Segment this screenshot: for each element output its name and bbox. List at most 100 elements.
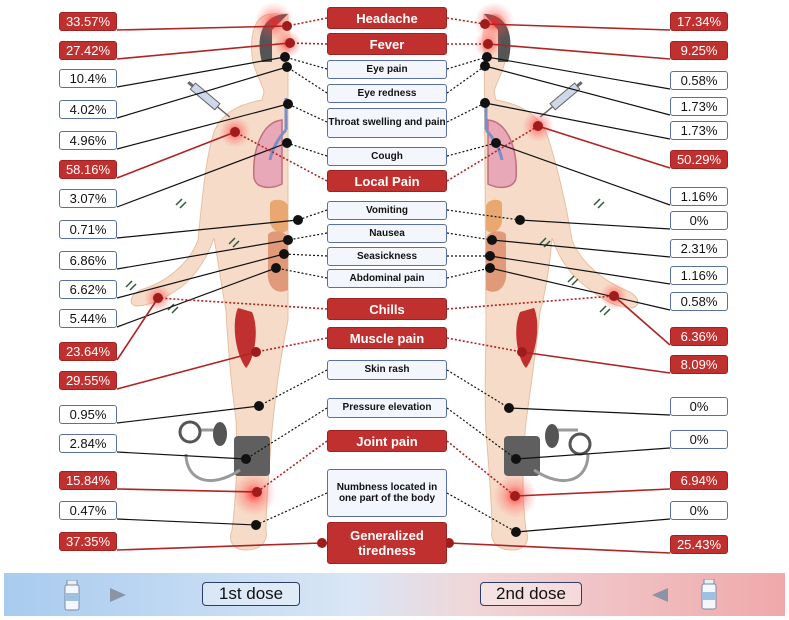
symptom-pressure-elevation: Pressure elevation bbox=[327, 398, 447, 418]
connector-label-left-throat bbox=[287, 103, 328, 123]
connector-label-left-seasickness bbox=[283, 253, 328, 257]
marker-dot-right-headache bbox=[480, 19, 490, 29]
connector-dose1-chills bbox=[116, 297, 159, 361]
connector-label-right-throat bbox=[446, 102, 486, 123]
connector-label-right-muscle-pain bbox=[446, 337, 523, 353]
marker-dot-left-throat bbox=[283, 99, 293, 109]
connector-dose1-cough bbox=[116, 142, 288, 208]
connector-dose1-local-pain bbox=[116, 131, 236, 179]
left-stomach bbox=[270, 199, 288, 233]
connector-dose1-numbness bbox=[116, 518, 257, 526]
first-dose-button[interactable]: 1st dose bbox=[202, 582, 300, 606]
dose1-fever: 27.42% bbox=[59, 41, 117, 60]
dose1-headache: 33.57% bbox=[59, 12, 117, 31]
connector-dose2-fever bbox=[487, 43, 671, 60]
arrow-right-icon bbox=[110, 588, 126, 602]
marker-dot-right-eye-pain bbox=[482, 52, 492, 62]
arrow-left-icon bbox=[652, 588, 668, 602]
connector-label-right-numbness bbox=[446, 492, 517, 533]
connector-label-right-nausea bbox=[446, 232, 493, 241]
marker-dot-right-seasickness bbox=[485, 251, 495, 261]
connector-dose2-headache bbox=[484, 23, 671, 31]
connector-lines bbox=[116, 17, 671, 554]
dose1-vomiting: 0.71% bbox=[59, 220, 117, 239]
right-cuff bbox=[504, 436, 540, 476]
connector-label-right-skin-rash bbox=[446, 369, 510, 409]
dose2-throat: 1.73% bbox=[670, 121, 728, 140]
dose2-seasickness: 1.16% bbox=[670, 266, 728, 285]
marker-dot-left-vomiting bbox=[293, 215, 303, 225]
left-bp-bulb bbox=[213, 422, 227, 446]
connector-dose1-pressure-elevation bbox=[116, 451, 247, 460]
dose2-skin-rash: 0% bbox=[670, 397, 728, 416]
dose1-eye-pain: 10.4% bbox=[59, 69, 117, 88]
dose2-muscle-pain: 8.09% bbox=[670, 355, 728, 374]
connector-dose1-headache bbox=[116, 25, 288, 31]
dose2-cough: 1.16% bbox=[670, 187, 728, 206]
second-dose-button[interactable]: 2nd dose bbox=[480, 582, 582, 606]
dose1-skin-rash: 0.95% bbox=[59, 405, 117, 424]
marker-dot-right-chills bbox=[609, 291, 619, 301]
connector-dose1-joint-pain bbox=[116, 488, 258, 493]
dose1-seasickness: 6.62% bbox=[59, 280, 117, 299]
connector-dose2-cough bbox=[495, 142, 671, 206]
connector-label-left-vomiting bbox=[297, 209, 328, 221]
dose1-local-pain: 58.16% bbox=[59, 160, 117, 179]
connector-dose1-fever bbox=[116, 42, 291, 60]
dose2-fever: 9.25% bbox=[670, 41, 728, 60]
marker-dot-right-abdominal-pain bbox=[485, 263, 495, 273]
connector-dose2-joint-pain bbox=[514, 488, 671, 497]
left-bp-gauge bbox=[178, 420, 202, 444]
symptom-chills: Chills bbox=[327, 298, 447, 320]
marker-dot-left-tiredness bbox=[317, 538, 327, 548]
connector-dose2-eye-redness bbox=[484, 65, 671, 116]
connector-dose2-vomiting bbox=[519, 219, 671, 230]
connector-dose1-tiredness bbox=[116, 542, 323, 551]
dose1-abdominal-pain: 5.44% bbox=[59, 309, 117, 328]
dose1-pressure-elevation: 2.84% bbox=[59, 434, 117, 453]
dose2-local-pain: 50.29% bbox=[670, 150, 728, 169]
connector-label-left-abdominal-pain bbox=[275, 267, 328, 279]
dose2-tiredness: 25.43% bbox=[670, 535, 728, 554]
symptom-nausea: Nausea bbox=[327, 224, 447, 243]
symptom-fever: Fever bbox=[327, 33, 447, 55]
connector-dose1-muscle-pain bbox=[116, 351, 257, 390]
symptom-headache: Headache bbox=[327, 7, 447, 29]
left-body-half bbox=[125, 2, 302, 551]
dose1-numbness: 0.47% bbox=[59, 501, 117, 520]
symptom-eye-pain: Eye pain bbox=[327, 60, 447, 79]
marker-dot-left-nausea bbox=[283, 235, 293, 245]
marker-dot-left-cough bbox=[282, 138, 292, 148]
connector-dose1-skin-rash bbox=[116, 405, 260, 424]
connector-label-left-eye-redness bbox=[286, 66, 328, 94]
dose1-cough: 3.07% bbox=[59, 189, 117, 208]
dose2-chills: 6.36% bbox=[670, 327, 728, 346]
dose2-numbness: 0% bbox=[670, 501, 728, 520]
dose1-joint-pain: 15.84% bbox=[59, 471, 117, 490]
connector-dose1-eye-redness bbox=[116, 66, 288, 119]
connector-dose2-chills bbox=[613, 295, 671, 346]
marker-dot-left-eye-pain bbox=[280, 52, 290, 62]
marker-dot-right-cough bbox=[491, 138, 501, 148]
marker-dot-left-abdominal-pain bbox=[271, 263, 281, 273]
connector-dose1-seasickness bbox=[116, 253, 285, 299]
dose2-pressure-elevation: 0% bbox=[670, 430, 728, 449]
connector-dose2-eye-pain bbox=[486, 56, 671, 90]
vaccine-vial-icon-right bbox=[701, 579, 717, 610]
marker-dot-right-joint-pain bbox=[510, 491, 520, 501]
dose2-eye-pain: 0.58% bbox=[670, 71, 728, 90]
symptom-skin-rash: Skin rash bbox=[327, 360, 447, 380]
marker-dot-left-joint-pain bbox=[252, 487, 262, 497]
marker-dot-right-eye-redness bbox=[480, 61, 490, 71]
connector-dose1-nausea bbox=[116, 239, 289, 270]
dose1-eye-redness: 4.02% bbox=[59, 100, 117, 119]
connector-dose2-tiredness bbox=[448, 542, 671, 554]
connector-dose1-throat bbox=[116, 103, 289, 150]
connector-label-left-muscle-pain bbox=[255, 337, 328, 353]
connector-label-left-eye-pain bbox=[284, 56, 328, 70]
symptom-local-pain: Local Pain bbox=[327, 170, 447, 192]
marker-dot-right-local-pain bbox=[533, 121, 543, 131]
connector-dose2-throat bbox=[484, 102, 671, 140]
right-body-half bbox=[474, 2, 639, 551]
